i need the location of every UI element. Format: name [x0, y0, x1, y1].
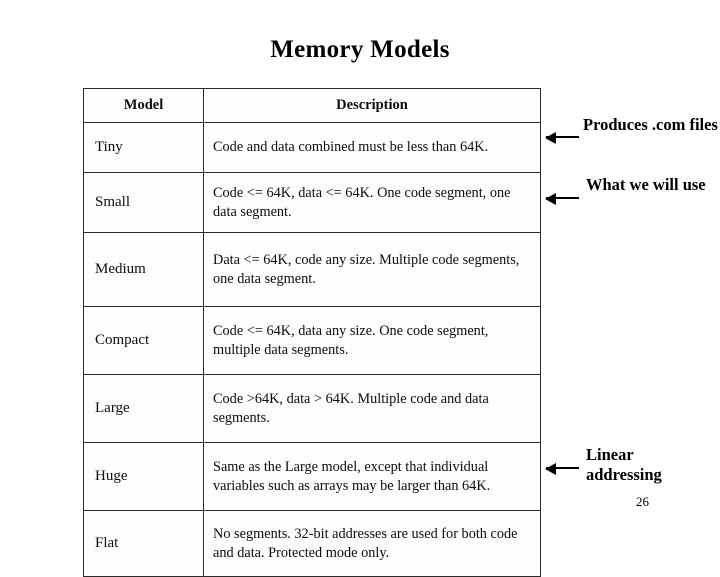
table-row: Compact Code <= 64K, data any size. One … — [83, 306, 541, 375]
column-header-model: Model — [83, 88, 204, 123]
left-arrow-icon-linear — [545, 463, 579, 475]
table-row: Flat No segments. 32-bit addresses are u… — [83, 510, 541, 577]
callout-what-we-will-use: What we will use — [586, 175, 706, 194]
cell-model: Medium — [83, 232, 204, 307]
table-row: Medium Data <= 64K, code any size. Multi… — [83, 232, 541, 307]
table-header-row: Model Description — [83, 88, 541, 123]
table-row: Huge Same as the Large model, except tha… — [83, 442, 541, 511]
cell-description: Data <= 64K, code any size. Multiple cod… — [203, 232, 541, 307]
left-arrow-icon-com — [545, 132, 579, 144]
cell-description: No segments. 32-bit addresses are used f… — [203, 510, 541, 577]
page-title: Memory Models — [270, 36, 450, 63]
cell-description: Same as the Large model, except that ind… — [203, 442, 541, 511]
left-arrow-icon-use — [545, 193, 579, 205]
page-number: 26 — [636, 494, 649, 509]
table-row: Tiny Code and data combined must be less… — [83, 122, 541, 173]
cell-model: Huge — [83, 442, 204, 511]
memory-models-table: Model Description Tiny Code and data com… — [83, 88, 541, 577]
cell-description: Code and data combined must be less than… — [203, 122, 541, 173]
column-header-description: Description — [203, 88, 541, 123]
cell-description: Code >64K, data > 64K. Multiple code and… — [203, 374, 541, 443]
table-row: Small Code <= 64K, data <= 64K. One code… — [83, 172, 541, 233]
cell-model: Small — [83, 172, 204, 233]
cell-model: Compact — [83, 306, 204, 375]
callout-produces-com-files: Produces .com files — [583, 115, 718, 134]
cell-model: Flat — [83, 510, 204, 577]
cell-model: Large — [83, 374, 204, 443]
memory-models-table-image: Model Description Tiny Code and data com… — [63, 80, 559, 577]
cell-model: Tiny — [83, 122, 204, 173]
table-row: Large Code >64K, data > 64K. Multiple co… — [83, 374, 541, 443]
cell-description: Code <= 64K, data <= 64K. One code segme… — [203, 172, 541, 233]
slide-canvas: Memory Models Model Description Tiny Cod… — [63, 36, 718, 577]
cell-description: Code <= 64K, data any size. One code seg… — [203, 306, 541, 375]
callout-linear-addressing: Linear addressing — [586, 445, 662, 484]
